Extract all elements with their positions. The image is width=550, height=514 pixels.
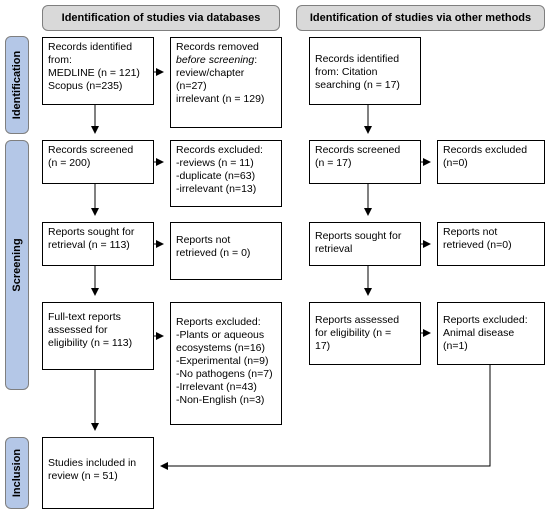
db-reports-excluded-text: Reports excluded: -Plants or aqueous eco… — [176, 316, 273, 406]
other-records-identified-text: Records identified from: Citation search… — [315, 53, 400, 91]
db-records-identified-box: Records identified from: MEDLINE (n = 12… — [42, 37, 154, 105]
db-records-screened-box: Records screened (n = 200) — [42, 140, 154, 184]
db-records-removed-box: Records removed before screening: review… — [170, 37, 282, 128]
other-reports-sought-box: Reports sought for retrieval — [309, 222, 421, 266]
header-databases-label: Identification of studies via databases — [61, 12, 261, 24]
other-records-excluded-text: Records excluded (n=0) — [443, 144, 528, 169]
other-records-screened-box: Records screened (n = 17) — [309, 140, 421, 184]
header-other-methods-label: Identification of studies via other meth… — [309, 12, 532, 24]
db-records-excluded-box: Records excluded: -reviews (n = 11) -dup… — [170, 140, 282, 207]
db-reports-not-retrieved-text: Reports not retrieved (n = 0) — [176, 234, 251, 259]
other-records-identified-box: Records identified from: Citation search… — [309, 37, 421, 105]
db-records-screened-text: Records screened (n = 200) — [48, 144, 134, 169]
other-reports-excluded-box: Reports excluded: Animal disease (n=1) — [437, 302, 545, 365]
stage-screening: Screening — [5, 140, 29, 390]
studies-included-box: Studies included in review (n = 51) — [42, 437, 154, 509]
db-records-removed-line1: Records removed — [176, 41, 259, 53]
stage-inclusion: Inclusion — [5, 437, 29, 509]
db-reports-excluded-box: Reports excluded: -Plants or aqueous eco… — [170, 302, 282, 425]
db-records-identified-text: Records identified from: MEDLINE (n = 12… — [48, 41, 140, 92]
header-other-methods: Identification of studies via other meth… — [296, 5, 545, 31]
db-records-removed-colon: : — [254, 54, 258, 66]
db-records-removed-italic: before screening — [176, 54, 255, 66]
other-reports-assessed-box: Reports assessed for eligibility (n = 17… — [309, 302, 421, 365]
other-records-screened-text: Records screened (n = 17) — [315, 144, 401, 169]
other-records-excluded-box: Records excluded (n=0) — [437, 140, 545, 184]
db-reports-sought-box: Reports sought for retrieval (n = 113) — [42, 222, 154, 266]
db-reports-sought-text: Reports sought for retrieval (n = 113) — [48, 226, 135, 251]
other-reports-assessed-text: Reports assessed for eligibility (n = 17… — [315, 314, 400, 352]
studies-included-text: Studies included in review (n = 51) — [48, 457, 137, 482]
db-records-removed-text: Records removed before screening: review… — [176, 41, 276, 106]
stage-identification: Identification — [5, 36, 29, 134]
db-fulltext-assessed-box: Full-text reports assessed for eligibili… — [42, 302, 154, 370]
other-reports-not-retrieved-box: Reports not retrieved (n=0) — [437, 222, 545, 266]
db-records-excluded-text: Records excluded: -reviews (n = 11) -dup… — [176, 144, 263, 195]
arrow-other-to-included — [160, 365, 491, 470]
db-fulltext-assessed-text: Full-text reports assessed for eligibili… — [48, 311, 133, 349]
other-reports-excluded-text: Reports excluded: Animal disease (n=1) — [443, 314, 528, 352]
db-records-removed-details: review/chapter (n=27) irrelevant (n = 12… — [176, 67, 265, 105]
db-reports-not-retrieved-box: Reports not retrieved (n = 0) — [170, 222, 282, 280]
header-databases: Identification of studies via databases — [42, 5, 280, 31]
other-reports-not-retrieved-text: Reports not retrieved (n=0) — [443, 226, 512, 251]
other-reports-sought-text: Reports sought for retrieval — [315, 230, 402, 255]
